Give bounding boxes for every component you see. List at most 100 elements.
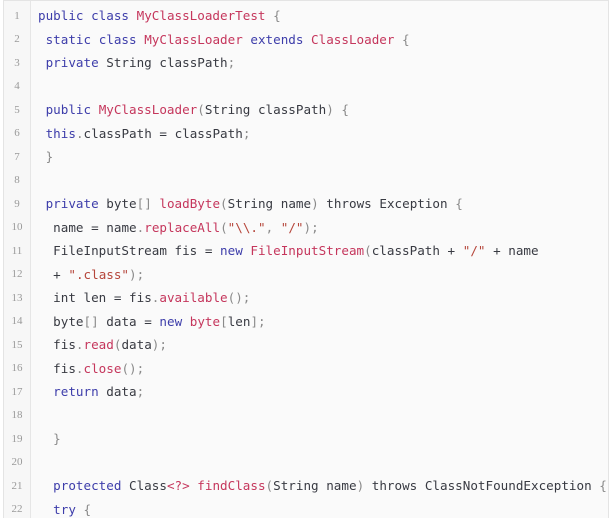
code-token bbox=[38, 502, 53, 517]
code-token: "\\." bbox=[227, 219, 266, 235]
code-token: byte bbox=[189, 313, 221, 329]
code-token: public bbox=[38, 8, 84, 24]
code-token: . bbox=[136, 219, 145, 235]
code-token bbox=[38, 384, 53, 399]
code-line: 20 bbox=[4, 451, 608, 475]
code-token: FileInputStream bbox=[250, 243, 365, 259]
code-token: = bbox=[113, 290, 122, 306]
code-token bbox=[76, 502, 84, 517]
code-token: Class bbox=[129, 478, 167, 494]
code-token: name bbox=[106, 219, 137, 235]
code-token: len bbox=[83, 290, 107, 306]
code-line: 13 int len = fis.available(); bbox=[4, 286, 608, 310]
code-token: findClass bbox=[197, 478, 266, 494]
code-token: close bbox=[83, 360, 122, 376]
code-text: try { bbox=[30, 502, 91, 517]
code-token: name bbox=[53, 219, 84, 235]
code-token: { bbox=[402, 31, 410, 47]
code-token: byte bbox=[53, 313, 84, 329]
code-line: 18 bbox=[4, 404, 608, 428]
code-token bbox=[38, 126, 46, 141]
code-line: 22 try { bbox=[4, 498, 608, 518]
code-token: = bbox=[144, 313, 152, 329]
code-token: loadByte bbox=[159, 196, 221, 212]
code-token: { bbox=[83, 501, 92, 517]
code-token bbox=[91, 102, 99, 117]
code-token: MyClassLoader bbox=[144, 31, 243, 47]
code-text: return data; bbox=[30, 384, 144, 399]
code-token: } bbox=[45, 149, 54, 165]
code-token: ( bbox=[113, 337, 122, 353]
code-token: <?> bbox=[166, 478, 190, 494]
code-token: public bbox=[45, 102, 92, 118]
code-token: String bbox=[227, 196, 274, 212]
code-token: (); bbox=[227, 290, 251, 306]
line-number: 9 bbox=[14, 197, 20, 210]
code-token bbox=[38, 55, 46, 70]
code-token: classPath bbox=[159, 55, 228, 71]
code-token: return bbox=[53, 384, 99, 400]
code-token: classPath bbox=[83, 125, 152, 141]
code-token: "/" bbox=[462, 243, 486, 259]
code-token: data bbox=[106, 313, 137, 329]
line-number: 8 bbox=[14, 174, 20, 187]
code-text: private String classPath; bbox=[30, 55, 236, 71]
line-number: 18 bbox=[11, 409, 23, 422]
code-token: String bbox=[204, 102, 251, 118]
code-token: data bbox=[106, 384, 137, 400]
code-token bbox=[266, 8, 274, 23]
code-token: name bbox=[326, 478, 357, 494]
code-token: { bbox=[273, 8, 281, 24]
code-line: 9 private byte[] loadByte(String name) t… bbox=[4, 192, 608, 216]
code-token: fis bbox=[174, 243, 198, 259]
code-token: private bbox=[45, 196, 99, 212]
code-token bbox=[485, 243, 493, 258]
code-text: name = name.replaceAll("\\.", "/"); bbox=[30, 220, 319, 235]
code-text: } bbox=[30, 431, 61, 446]
code-token: + bbox=[493, 243, 501, 259]
code-text: + ".class"); bbox=[30, 267, 144, 282]
line-number: 6 bbox=[14, 127, 20, 140]
code-token: [] bbox=[83, 313, 99, 329]
code-token: name bbox=[280, 196, 312, 212]
line-number: 4 bbox=[14, 80, 20, 93]
code-token: { bbox=[455, 196, 463, 212]
code-line: 10 name = name.replaceAll("\\.", "/"); bbox=[4, 216, 608, 240]
code-text: static class MyClassLoader extends Class… bbox=[30, 32, 410, 47]
code-token: name bbox=[508, 243, 539, 259]
code-token: { bbox=[341, 102, 349, 118]
code-token bbox=[197, 243, 205, 258]
code-token bbox=[38, 220, 53, 235]
code-token: ".class" bbox=[68, 266, 130, 282]
code-token: , bbox=[265, 219, 281, 235]
line-number: 7 bbox=[14, 150, 20, 163]
code-token: data bbox=[121, 337, 152, 353]
code-text: int len = fis.available(); bbox=[30, 290, 250, 305]
code-token: read bbox=[83, 337, 114, 353]
code-token: Exception bbox=[379, 196, 448, 212]
code-token: classPath bbox=[371, 243, 440, 259]
line-number: 14 bbox=[11, 315, 23, 328]
line-number: 22 bbox=[11, 503, 23, 516]
code-token: ) bbox=[356, 478, 365, 494]
code-token: [] bbox=[136, 196, 152, 212]
line-number-gutter bbox=[4, 1, 31, 518]
code-line: 15 fis.read(data); bbox=[4, 333, 608, 357]
code-token: = bbox=[91, 219, 99, 235]
code-token bbox=[167, 243, 175, 258]
code-token bbox=[38, 196, 46, 211]
code-token bbox=[76, 290, 84, 305]
code-token: ; bbox=[136, 384, 145, 400]
code-token: classPath bbox=[257, 102, 327, 118]
code-token bbox=[394, 32, 402, 47]
code-line: 6 this.classPath = classPath; bbox=[4, 122, 608, 146]
code-line: 16 fis.close(); bbox=[4, 357, 608, 381]
code-token: class bbox=[98, 31, 137, 47]
code-text: public MyClassLoader(String classPath) { bbox=[30, 102, 349, 117]
code-line: 11 FileInputStream fis = new FileInputSt… bbox=[4, 239, 608, 263]
code-token bbox=[38, 314, 53, 329]
line-number: 19 bbox=[11, 432, 23, 445]
